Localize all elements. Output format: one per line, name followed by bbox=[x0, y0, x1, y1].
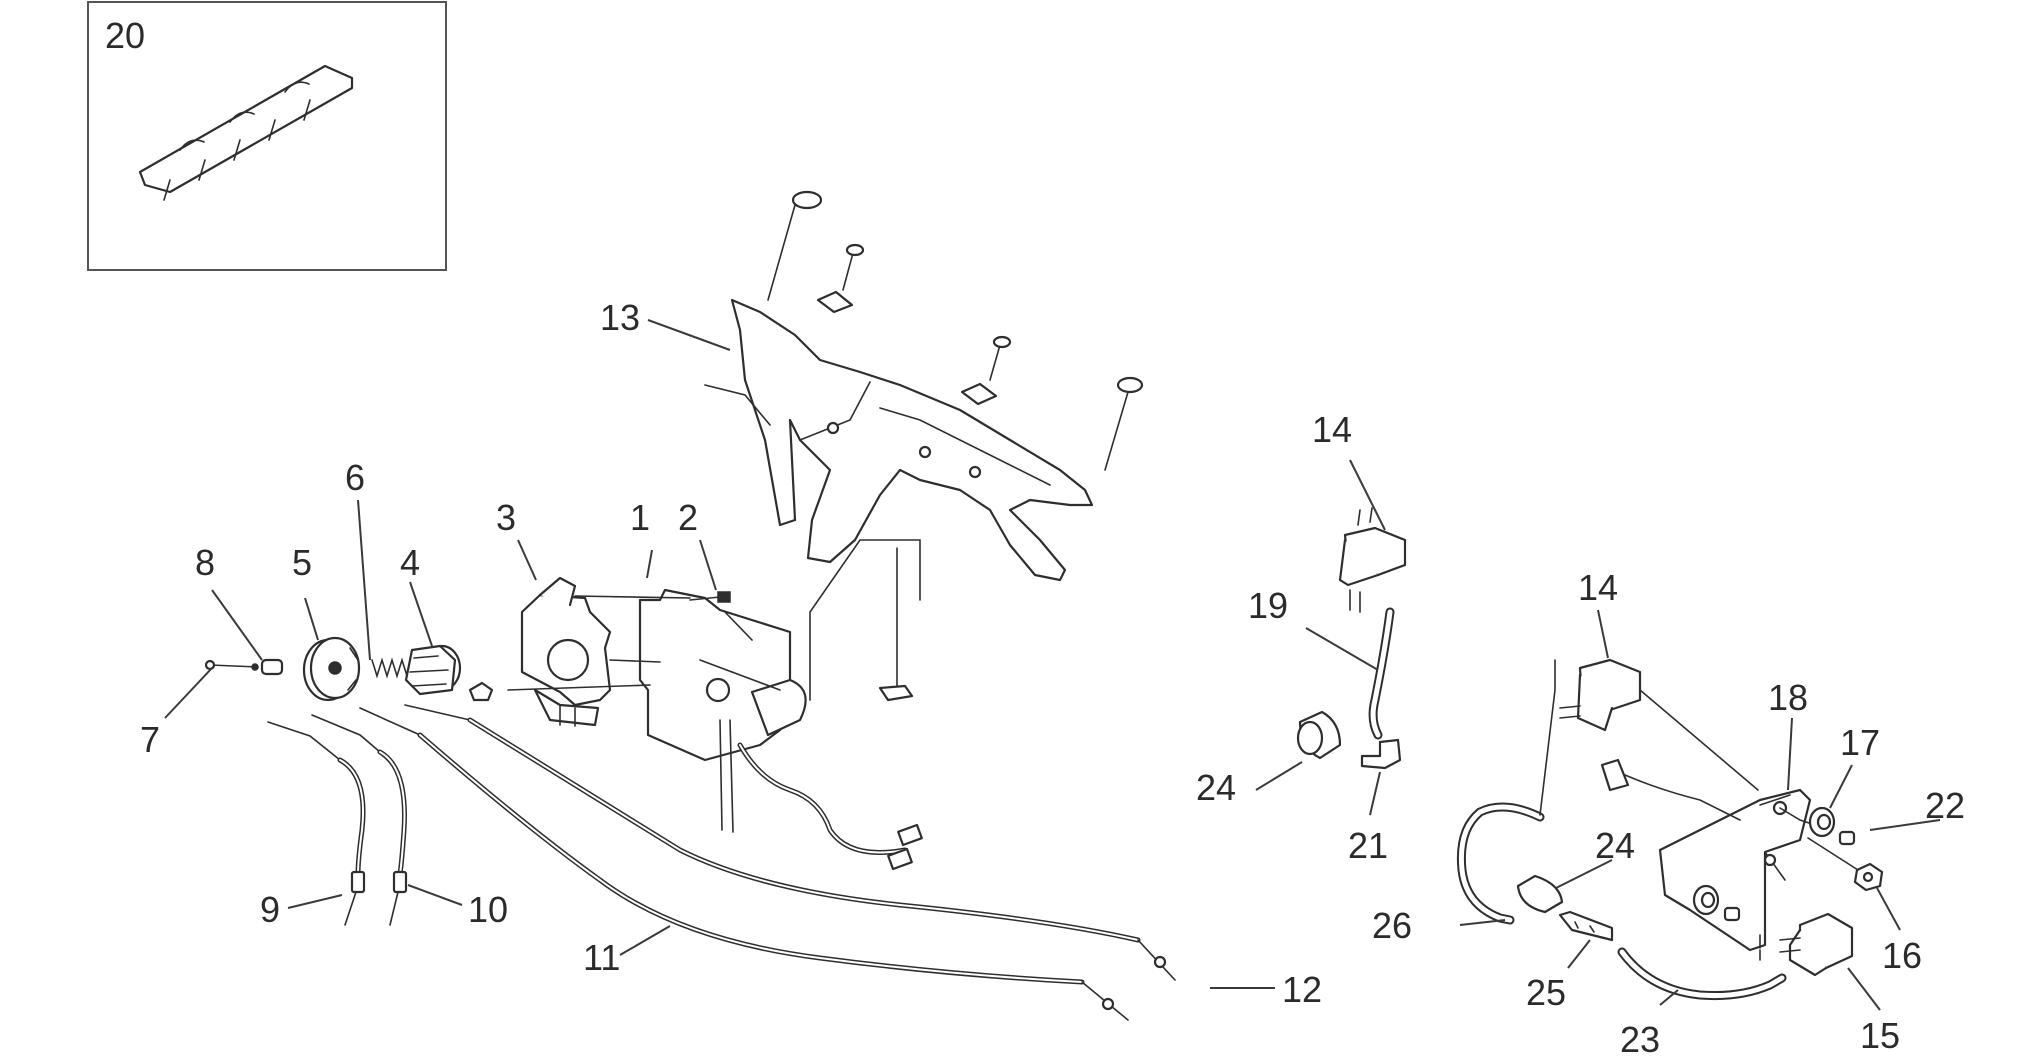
valve-part-14-upper bbox=[1338, 507, 1407, 613]
callout-18: 18 bbox=[1768, 677, 1808, 718]
hose-part-26 bbox=[1456, 659, 1556, 925]
inset-box-part-20 bbox=[87, 1, 447, 271]
tube-part-19 bbox=[1368, 607, 1395, 740]
screw-part-2 bbox=[689, 591, 731, 603]
callout-17: 17 bbox=[1840, 722, 1880, 763]
cable-part-10 bbox=[311, 714, 408, 926]
callout-16: 16 bbox=[1882, 935, 1922, 976]
callout-6: 6 bbox=[345, 457, 365, 498]
gear-part-4 bbox=[404, 644, 494, 702]
actuator-part-1 bbox=[638, 539, 923, 871]
grommet-part-17 bbox=[1692, 806, 1836, 916]
callout-21: 21 bbox=[1348, 825, 1388, 866]
callout-13: 13 bbox=[600, 297, 640, 338]
spring-part-6 bbox=[371, 657, 408, 679]
valve-part-14-lower bbox=[1559, 658, 1759, 791]
callout-labels: 1 2 3 4 5 6 7 8 9 10 11 12 13 14 14 15 1… bbox=[105, 15, 1965, 1057]
cable-part-12 bbox=[404, 704, 1176, 981]
callout-7: 7 bbox=[140, 719, 160, 760]
callout-26: 26 bbox=[1372, 905, 1412, 946]
callout-24-left: 24 bbox=[1196, 767, 1236, 808]
callout-2: 2 bbox=[678, 497, 698, 538]
screw-part-7 bbox=[204, 659, 259, 671]
cable-part-9 bbox=[267, 721, 366, 926]
fitting-part-21 bbox=[1360, 738, 1402, 770]
hose-part-23 bbox=[1617, 947, 1787, 1001]
cable-part-11 bbox=[359, 707, 1129, 1021]
bushing-part-8 bbox=[260, 658, 284, 676]
callout-19: 19 bbox=[1248, 585, 1288, 626]
nut-part-16 bbox=[1807, 837, 1884, 892]
callout-9: 9 bbox=[260, 889, 280, 930]
callout-4: 4 bbox=[400, 542, 420, 583]
callout-23: 23 bbox=[1620, 1019, 1660, 1057]
connector-harness bbox=[1600, 758, 1741, 821]
callout-25: 25 bbox=[1526, 972, 1566, 1013]
leader-lines bbox=[164, 319, 1941, 1011]
callout-14-lower: 14 bbox=[1578, 567, 1618, 608]
fitting-part-25 bbox=[1558, 910, 1614, 942]
plate-part-3 bbox=[507, 576, 691, 727]
bushing-part-22 bbox=[1723, 830, 1856, 949]
callout-24-right: 24 bbox=[1595, 825, 1635, 866]
callout-10: 10 bbox=[468, 889, 508, 930]
cap-part-24-left bbox=[1296, 710, 1342, 760]
callout-1: 1 bbox=[630, 497, 650, 538]
callout-20: 20 bbox=[105, 15, 145, 56]
callout-5: 5 bbox=[292, 542, 312, 583]
callout-15: 15 bbox=[1860, 1015, 1900, 1056]
callout-8: 8 bbox=[195, 542, 215, 583]
callout-12: 12 bbox=[1282, 969, 1322, 1010]
bracket-part-13 bbox=[704, 190, 1144, 582]
callout-14-upper: 14 bbox=[1312, 409, 1352, 450]
cap-part-24-right bbox=[1516, 874, 1564, 914]
callout-3: 3 bbox=[496, 497, 516, 538]
valve-part-15 bbox=[1759, 912, 1854, 977]
pulley-part-5 bbox=[302, 636, 361, 702]
callout-22: 22 bbox=[1925, 785, 1965, 826]
callout-11: 11 bbox=[583, 937, 620, 978]
